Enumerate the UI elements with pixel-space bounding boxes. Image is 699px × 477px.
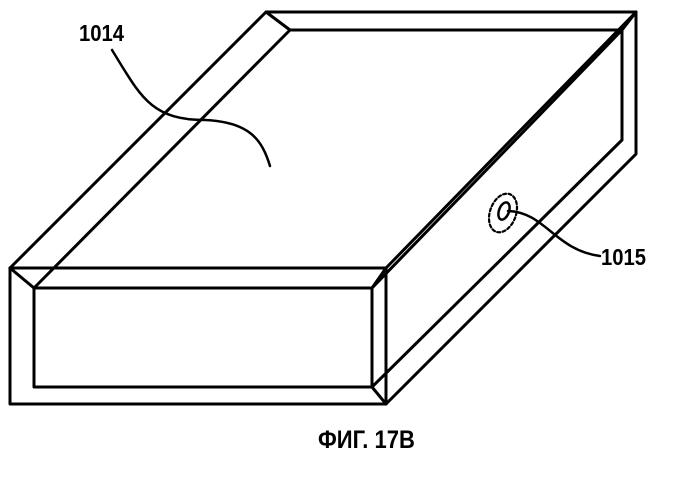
corner-edge-front-right <box>372 268 386 288</box>
inner-front-face <box>34 288 372 387</box>
leader-line-1014 <box>112 50 270 166</box>
leader-line-1015 <box>508 211 600 256</box>
figure-caption: ФИГ. 17В <box>318 426 415 455</box>
corner-edge-bottom-right <box>372 387 386 404</box>
inner-right-face <box>372 30 622 387</box>
outer-top-face <box>10 12 636 268</box>
label-1015: 1015 <box>601 244 646 271</box>
outer-right-face <box>386 12 636 404</box>
corner-edge-top-right <box>622 12 636 30</box>
corner-edge-left <box>10 268 34 288</box>
corner-edge-top-back <box>266 12 290 30</box>
label-1014: 1014 <box>79 20 124 47</box>
